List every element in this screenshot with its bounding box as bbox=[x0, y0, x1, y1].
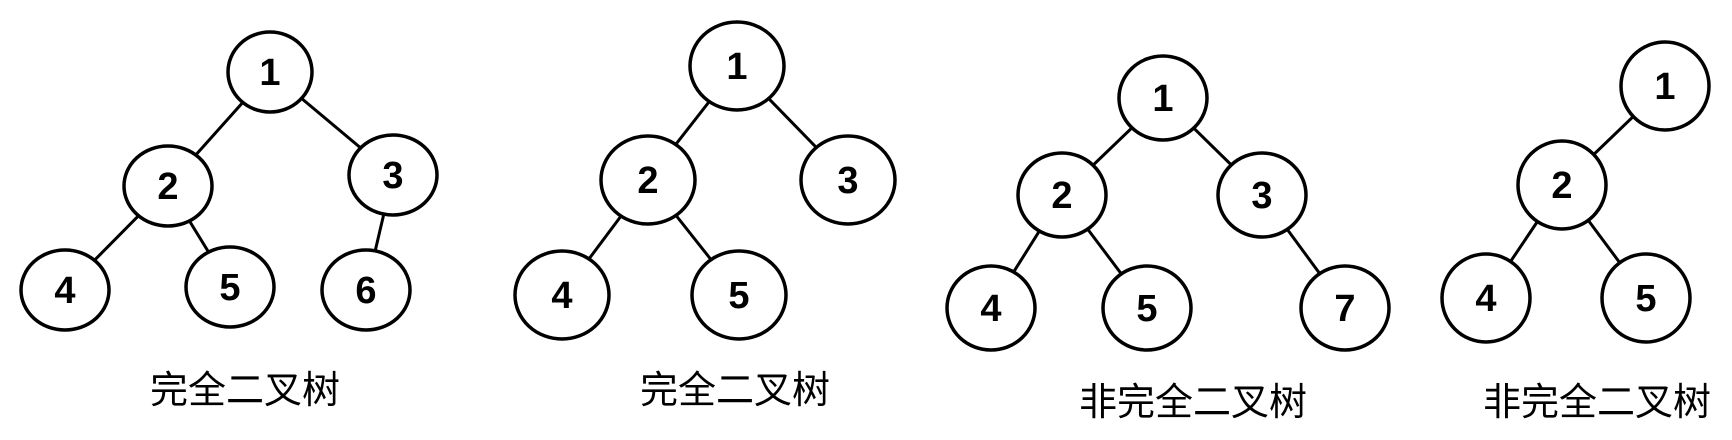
node-circle bbox=[1619, 40, 1711, 132]
node-label: 4 bbox=[980, 288, 1001, 330]
node-label: 4 bbox=[1475, 278, 1496, 320]
node-circle bbox=[1101, 264, 1193, 352]
tree-node: 3 bbox=[347, 133, 439, 217]
node-circle bbox=[1216, 151, 1308, 239]
tree-node: 5 bbox=[690, 249, 788, 341]
tree-complete-2: 1 2 3 4 5 bbox=[513, 20, 897, 341]
node-label: 1 bbox=[259, 52, 280, 94]
node-label: 3 bbox=[382, 155, 403, 197]
tree-node: 5 bbox=[184, 245, 276, 329]
node-label: 2 bbox=[1551, 165, 1572, 207]
node-circle bbox=[1600, 252, 1692, 344]
tree-node: 3 bbox=[1216, 151, 1308, 239]
node-label: 1 bbox=[1152, 78, 1173, 120]
node-label: 3 bbox=[837, 160, 858, 202]
caption-complete-1: 完全二叉树 bbox=[150, 368, 340, 412]
node-circle bbox=[320, 248, 412, 332]
tree-complete-1: 1 2 3 4 5 6 bbox=[19, 30, 439, 332]
node-label: 5 bbox=[1136, 288, 1157, 330]
node-label: 2 bbox=[637, 160, 658, 202]
node-label: 5 bbox=[1635, 278, 1656, 320]
node-label: 2 bbox=[1051, 175, 1072, 217]
tree-incomplete-1: 1 2 3 4 5 7 bbox=[945, 54, 1391, 352]
tree-node: 3 bbox=[799, 134, 897, 226]
tree-node: 4 bbox=[513, 249, 611, 341]
node-label: 1 bbox=[726, 46, 747, 88]
tree-node: 1 bbox=[1619, 40, 1711, 132]
node-label: 4 bbox=[54, 270, 75, 312]
tree-node: 2 bbox=[1016, 151, 1108, 239]
node-circle bbox=[1117, 54, 1209, 142]
node-label: 5 bbox=[728, 275, 749, 317]
tree-node: 4 bbox=[1440, 252, 1532, 344]
tree-node: 1 bbox=[688, 20, 786, 112]
tree-node: 2 bbox=[1516, 139, 1608, 231]
tree-node: 7 bbox=[1299, 264, 1391, 352]
tree-node: 4 bbox=[945, 264, 1037, 352]
node-circle bbox=[226, 30, 314, 114]
node-circle bbox=[1016, 151, 1108, 239]
node-label: 3 bbox=[1251, 175, 1272, 217]
node-circle bbox=[1440, 252, 1532, 344]
caption-complete-2: 完全二叉树 bbox=[640, 368, 830, 412]
node-circle bbox=[122, 144, 214, 228]
tree-incomplete-2: 1 2 4 5 bbox=[1440, 40, 1711, 344]
tree-node: 2 bbox=[599, 134, 697, 226]
tree-node: 6 bbox=[320, 248, 412, 332]
tree-node: 4 bbox=[19, 248, 111, 332]
tree-node: 5 bbox=[1600, 252, 1692, 344]
caption-incomplete-2: 非完全二叉树 bbox=[1483, 380, 1711, 424]
node-label: 5 bbox=[219, 267, 240, 309]
node-label: 2 bbox=[157, 166, 178, 208]
node-label: 1 bbox=[1654, 66, 1675, 108]
node-circle bbox=[799, 134, 897, 226]
node-circle bbox=[347, 133, 439, 217]
caption-incomplete-1: 非完全二叉树 bbox=[1079, 380, 1307, 424]
node-circle bbox=[184, 245, 276, 329]
node-circle bbox=[1516, 139, 1608, 231]
tree-node: 1 bbox=[1117, 54, 1209, 142]
node-label: 4 bbox=[551, 275, 572, 317]
node-label: 6 bbox=[355, 270, 376, 312]
node-circle bbox=[945, 264, 1037, 352]
node-circle bbox=[690, 249, 788, 341]
node-circle bbox=[599, 134, 697, 226]
node-label: 7 bbox=[1334, 288, 1355, 330]
tree-node: 2 bbox=[122, 144, 214, 228]
tree-node: 5 bbox=[1101, 264, 1193, 352]
node-circle bbox=[19, 248, 111, 332]
node-circle bbox=[1299, 264, 1391, 352]
tree-node: 1 bbox=[226, 30, 314, 114]
node-circle bbox=[513, 249, 611, 341]
node-circle bbox=[688, 20, 786, 112]
